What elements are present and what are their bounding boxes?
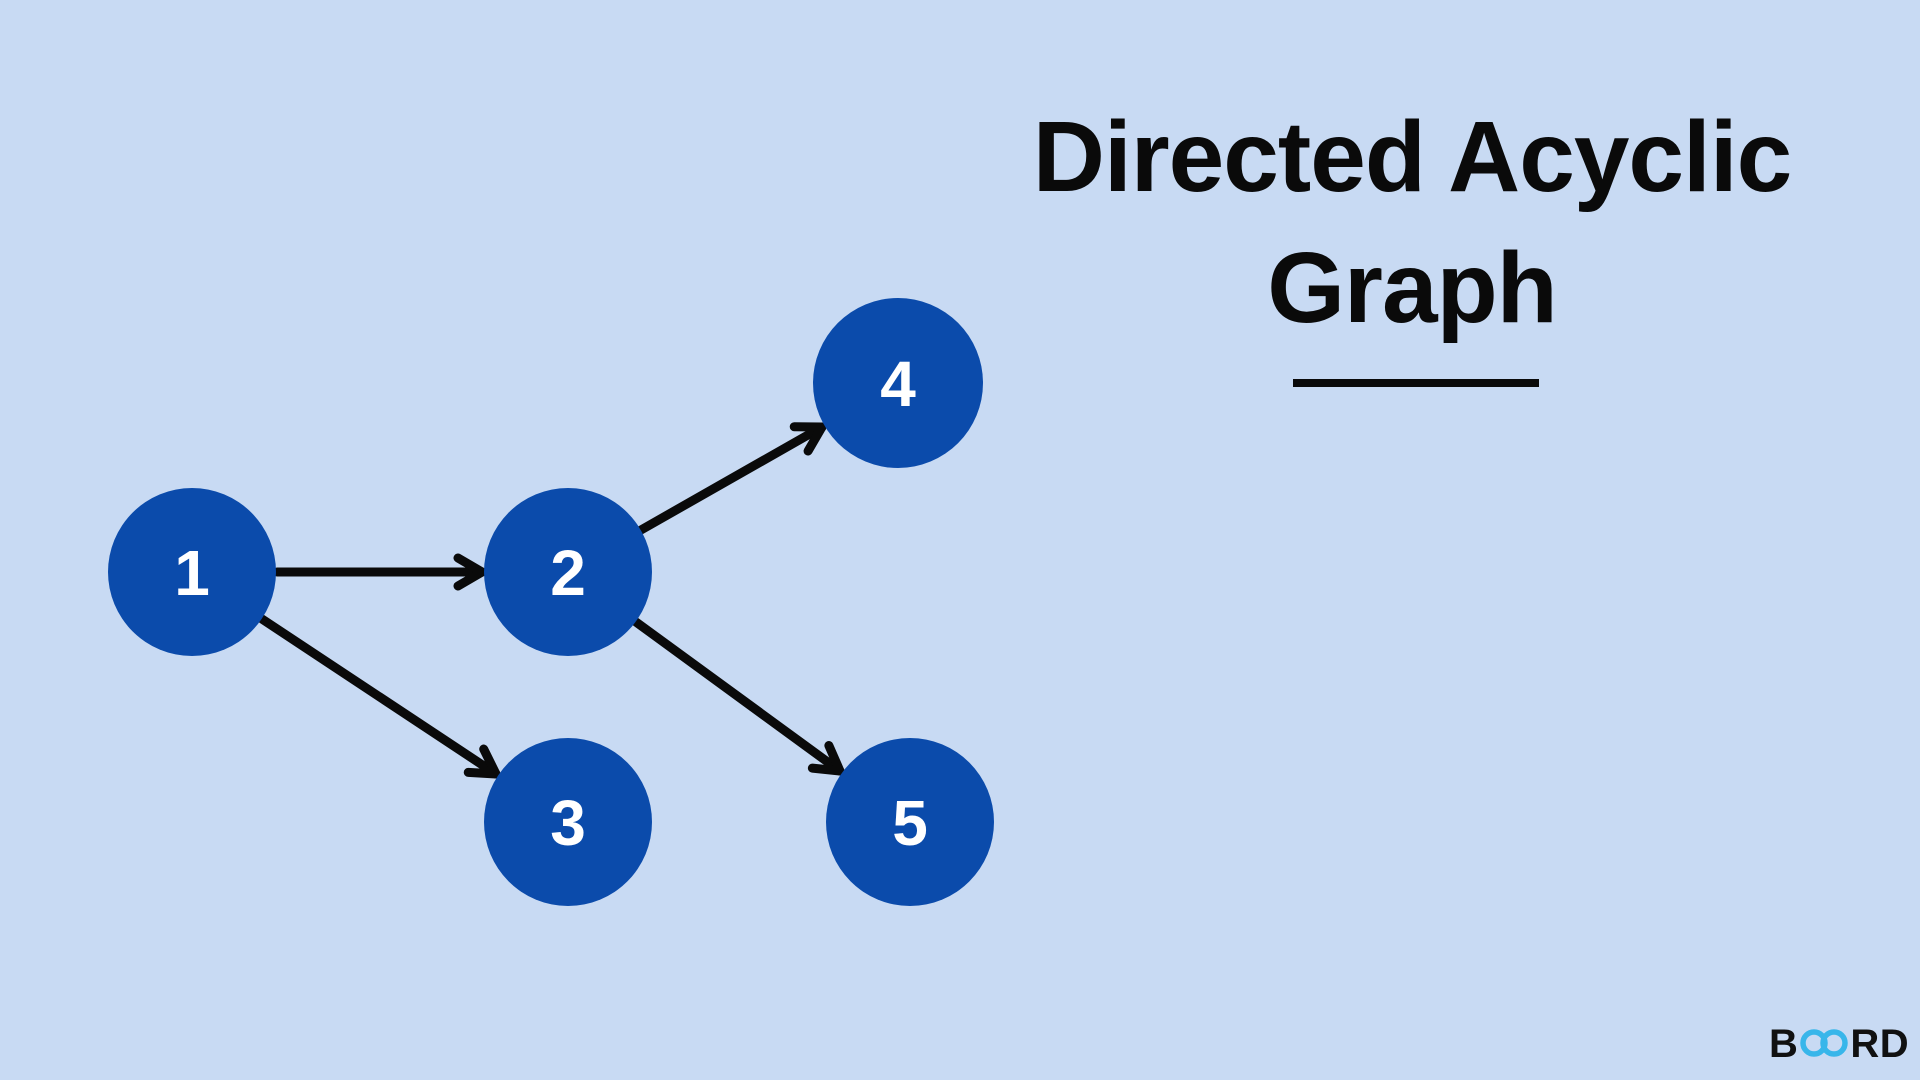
graph-node-2: 2	[484, 488, 652, 656]
logo-text-suffix: RD	[1850, 1022, 1910, 1066]
node-2-circle	[484, 488, 652, 656]
node-3-label: 3	[550, 787, 586, 859]
graph-node-1: 1	[108, 488, 276, 656]
node-1-circle	[108, 488, 276, 656]
page-title-line-1: Directed Acyclic	[1032, 101, 1792, 213]
title-underline	[1293, 379, 1539, 387]
logo-text-prefix: B	[1769, 1022, 1799, 1066]
page-title: Directed Acyclic Graph	[962, 92, 1862, 354]
infinity-icon	[1800, 1024, 1849, 1069]
graph-node-3: 3	[484, 738, 652, 906]
node-3-circle	[484, 738, 652, 906]
edge-2-to-4	[636, 422, 827, 535]
edge-2-to-5	[631, 617, 845, 776]
node-5-label: 5	[892, 787, 928, 859]
edge-1-to-3	[257, 614, 501, 779]
node-2-label: 2	[550, 537, 586, 609]
node-4-label: 4	[880, 348, 916, 420]
node-5-circle	[826, 738, 994, 906]
node-4-circle	[813, 298, 983, 468]
node-1-label: 1	[174, 537, 210, 609]
graph-node-4: 4	[813, 298, 983, 468]
page-title-line-2: Graph	[1267, 232, 1557, 344]
graph-node-5: 5	[826, 738, 994, 906]
board-infinity-logo: B RD	[1769, 1022, 1909, 1067]
